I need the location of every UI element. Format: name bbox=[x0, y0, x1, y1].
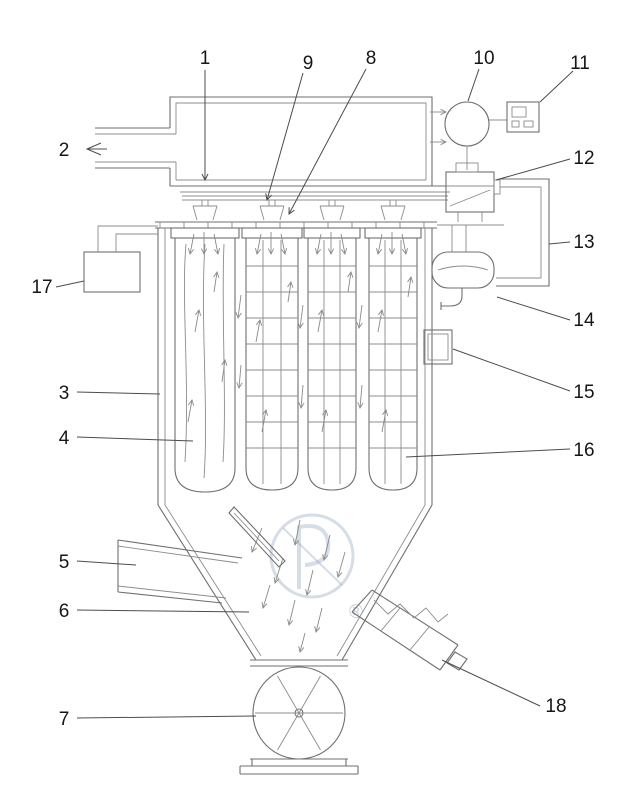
blowpipe-manifold bbox=[182, 195, 448, 221]
filter-bag-1 bbox=[170, 227, 240, 493]
rotary-valve bbox=[239, 666, 359, 775]
callout-14: 14 bbox=[573, 310, 595, 331]
leader-15 bbox=[452, 348, 571, 392]
solenoid-valve bbox=[445, 162, 501, 222]
leader-10 bbox=[467, 68, 480, 102]
leader-6 bbox=[76, 609, 250, 613]
access-box bbox=[423, 329, 453, 365]
callout-3: 3 bbox=[59, 383, 70, 404]
filter-bags bbox=[170, 227, 422, 493]
callout-6: 6 bbox=[59, 601, 70, 622]
leader-18 bbox=[441, 659, 541, 707]
body-shell bbox=[157, 228, 433, 505]
callout-labels: 1 2 3 4 5 6 7 8 9 10 11 12 13 14 15 16 1… bbox=[31, 48, 595, 730]
callout-16: 16 bbox=[573, 440, 594, 461]
callout-4: 4 bbox=[59, 428, 70, 449]
callout-5: 5 bbox=[59, 552, 70, 573]
hopper bbox=[157, 504, 433, 667]
pulse-tank bbox=[431, 224, 504, 310]
clean-air-plenum bbox=[169, 96, 456, 193]
callout-1: 1 bbox=[200, 48, 211, 69]
callout-9: 9 bbox=[303, 53, 314, 74]
callout-12: 12 bbox=[573, 148, 594, 169]
callout-8: 8 bbox=[366, 48, 377, 69]
leader-13 bbox=[548, 241, 571, 245]
filter-bag-3 bbox=[303, 227, 361, 491]
airflow-arrows bbox=[187, 108, 448, 653]
watermark: ® bbox=[269, 513, 363, 623]
callout-18: 18 bbox=[545, 696, 566, 717]
leader-12 bbox=[495, 158, 571, 181]
inlet-duct bbox=[117, 539, 243, 604]
callout-2: 2 bbox=[59, 140, 70, 161]
blower-circle bbox=[444, 101, 490, 147]
callout-13: 13 bbox=[573, 232, 594, 253]
pulse-cleaning-system bbox=[431, 101, 550, 310]
leader-14 bbox=[496, 296, 571, 321]
callout-7: 7 bbox=[59, 709, 70, 730]
leader-7 bbox=[76, 715, 257, 719]
callout-10: 10 bbox=[473, 48, 494, 69]
hopper-baffle bbox=[228, 506, 286, 568]
filter-bag-2 bbox=[241, 227, 303, 491]
leader-11 bbox=[539, 70, 574, 103]
leader-3 bbox=[76, 391, 161, 395]
air-pipe bbox=[496, 178, 550, 287]
leader-5 bbox=[76, 560, 137, 566]
callout-11: 11 bbox=[570, 53, 590, 74]
leader-9 bbox=[265, 72, 304, 202]
controller-box bbox=[506, 101, 540, 133]
discharge-conveyor bbox=[351, 589, 468, 671]
filter-bag-4 bbox=[364, 227, 422, 491]
outlet-duct bbox=[85, 127, 176, 169]
leader-17 bbox=[55, 280, 85, 288]
callout-17: 17 bbox=[31, 277, 52, 298]
callout-15: 15 bbox=[573, 382, 594, 403]
watermark-symbol: ® bbox=[349, 602, 363, 623]
leader-16 bbox=[405, 448, 571, 458]
leader-lines bbox=[55, 68, 574, 719]
leader-8 bbox=[288, 68, 367, 215]
control-box-left bbox=[83, 225, 158, 293]
leader-4 bbox=[76, 436, 194, 442]
tube-sheet-flange bbox=[155, 221, 437, 229]
